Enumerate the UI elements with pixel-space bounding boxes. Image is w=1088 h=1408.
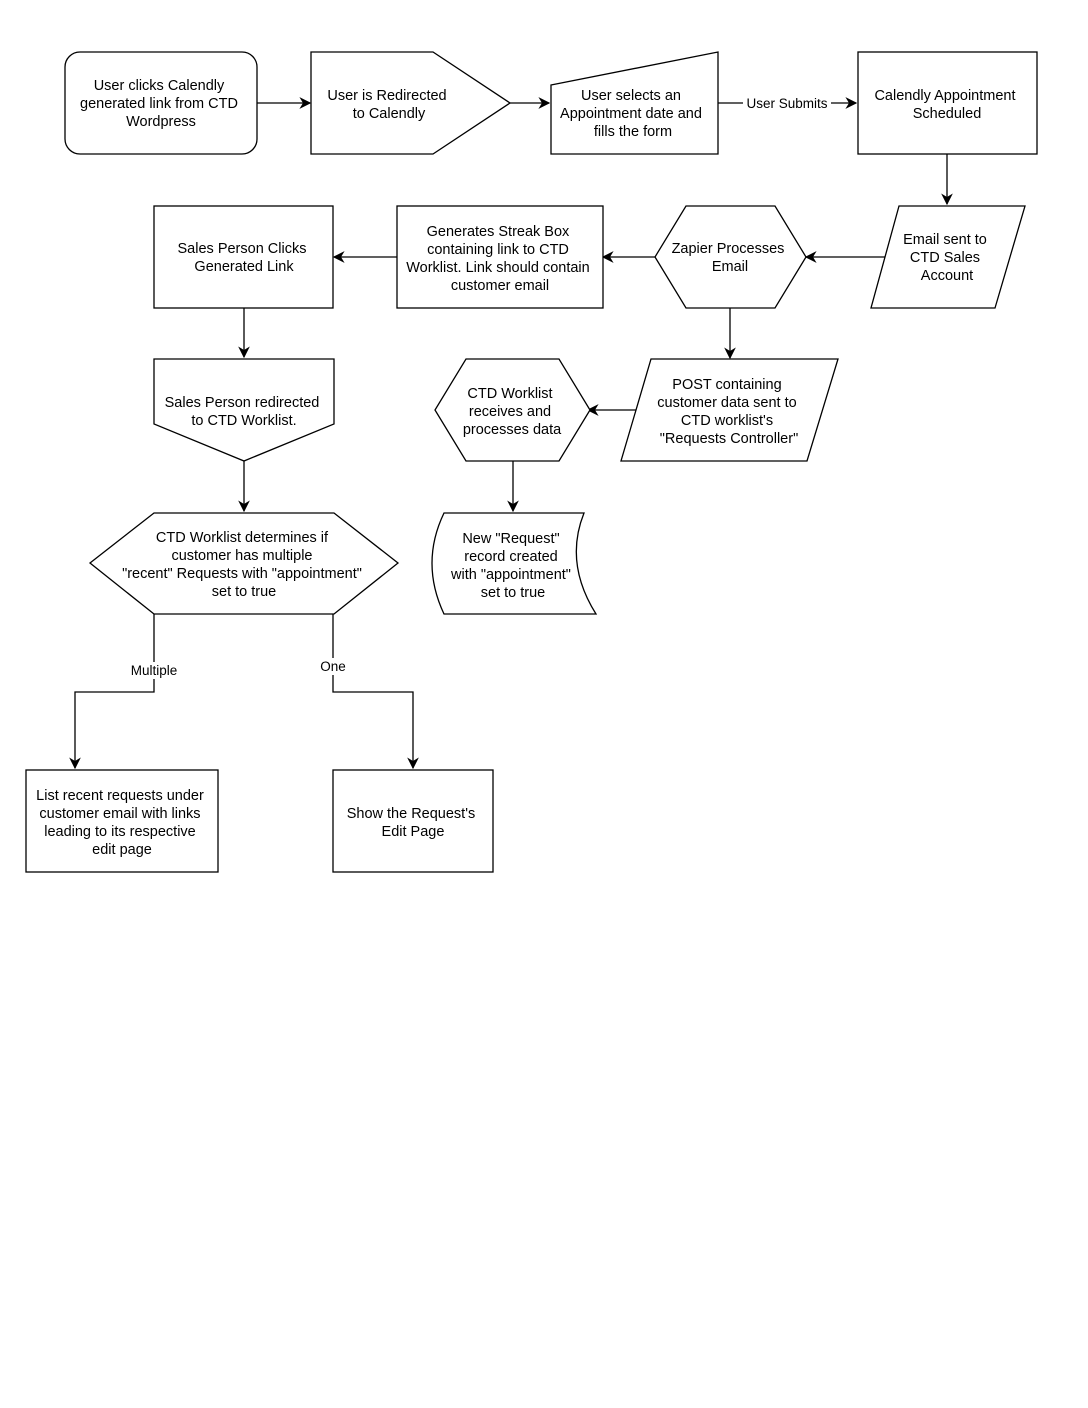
- edges: User Submits Multiple One: [69, 95, 953, 770]
- node-post-data-line-3: CTD worklist's: [681, 413, 773, 429]
- node-show-edit-line-2: Edit Page: [382, 824, 445, 840]
- node-determines-multiple: CTD Worklist determines if customer has …: [88, 512, 400, 615]
- svg-text:POST containing customer: POST containing customer data sent to CT…: [657, 377, 800, 447]
- node-list-recent-line-4: edit page: [92, 842, 152, 858]
- node-show-edit-line-1: Show the Request's: [347, 806, 476, 822]
- parallelogram-shape: [620, 358, 839, 462]
- node-redirected-calendly: User is Redirected to Calendly: [310, 51, 512, 155]
- node-email-sent-line-3: Account: [921, 268, 973, 284]
- node-streak-box-line-1: Generates Streak Box: [427, 224, 570, 240]
- node-user-clicks-line-2: generated link from CTD: [80, 96, 238, 112]
- svg-text:Zapier Processes Email: Zapier Processes Email: [672, 241, 789, 275]
- edge-label-multiple: Multiple: [131, 663, 178, 678]
- rectangle-shape: [153, 205, 334, 309]
- stored-data-shape: [431, 512, 598, 615]
- node-selects-date-line-2: Appointment date and: [560, 106, 702, 122]
- parallelogram-shape: [870, 205, 1026, 309]
- hexagon-shape: [88, 512, 400, 615]
- manual-input-shape: [550, 51, 719, 155]
- svg-text:New "Request" record cre: New "Request" record created with "appoi…: [450, 531, 575, 601]
- svg-text:CTD Worklist determines if: CTD Worklist determines if customer has …: [122, 530, 366, 600]
- node-selects-date-line-1: User selects an: [581, 88, 681, 104]
- node-worklist-receives-line-3: processes data: [463, 422, 562, 438]
- edge-label-user-submits: User Submits: [746, 96, 827, 111]
- node-email-sent: Email sent to CTD Sales Account: [870, 205, 1026, 309]
- node-email-sent-line-1: Email sent to: [903, 232, 987, 248]
- node-sales-redirected: Sales Person redirected to CTD Worklist.: [153, 358, 335, 462]
- node-determines-multiple-line-1: CTD Worklist determines if: [156, 530, 329, 546]
- svg-text:CTD Worklist receives an: CTD Worklist receives and processes data: [463, 386, 562, 438]
- svg-text:Generates Streak Box con: Generates Streak Box containing link to …: [406, 224, 594, 294]
- node-post-data-line-2: customer data sent to: [657, 395, 796, 411]
- pentagon-arrow-shape: [310, 51, 512, 155]
- hexagon-shape: [654, 205, 807, 309]
- rectangle-shape: [332, 769, 494, 873]
- node-request-created-line-4: set to true: [481, 585, 545, 601]
- rectangle-shape: [25, 769, 219, 873]
- node-request-created-line-3: with "appointment": [450, 567, 571, 583]
- svg-text:Email sent to CTD Sales: Email sent to CTD Sales Account: [903, 232, 991, 284]
- node-worklist-receives: CTD Worklist receives and processes data: [434, 358, 591, 462]
- node-selects-date: User selects an Appointment date and fil…: [550, 51, 719, 155]
- svg-text:Show the Request's Edit: Show the Request's Edit Page: [347, 806, 480, 840]
- node-streak-box-line-4: customer email: [451, 278, 549, 294]
- node-worklist-receives-line-1: CTD Worklist: [467, 386, 552, 402]
- svg-text:Sales Person redirected: Sales Person redirected to CTD Worklist.: [165, 395, 324, 429]
- node-redirected-calendly-line-1: User is Redirected: [327, 88, 446, 104]
- node-sales-clicks-line-2: Generated Link: [194, 259, 294, 275]
- rectangle-shape: [396, 205, 604, 309]
- node-user-clicks: User clicks Calendly generated link from…: [64, 51, 258, 155]
- node-zapier-processes-line-1: Zapier Processes: [672, 241, 785, 257]
- node-request-created: New "Request" record created with "appoi…: [431, 512, 598, 615]
- svg-text:User is Redirected to Ca: User is Redirected to Calendly: [327, 88, 450, 122]
- node-post-data: POST containing customer data sent to CT…: [620, 358, 839, 462]
- node-post-data-line-1: POST containing: [672, 377, 781, 393]
- node-sales-redirected-line-2: to CTD Worklist.: [191, 413, 296, 429]
- node-list-recent-line-1: List recent requests under: [36, 788, 204, 804]
- svg-text:User selects an Appointm: User selects an Appointment date and fil…: [560, 88, 706, 140]
- node-streak-box-line-2: containing link to CTD: [427, 242, 569, 258]
- node-sales-clicks: Sales Person Clicks Generated Link: [153, 205, 334, 309]
- node-sales-clicks-line-1: Sales Person Clicks: [178, 241, 307, 257]
- node-zapier-processes-line-2: Email: [712, 259, 748, 275]
- node-list-recent-line-3: leading to its respective: [44, 824, 196, 840]
- node-appointment-scheduled-line-2: Scheduled: [913, 106, 982, 122]
- node-email-sent-line-2: CTD Sales: [910, 250, 980, 266]
- node-worklist-receives-line-2: receives and: [469, 404, 551, 420]
- node-determines-multiple-line-3: "recent" Requests with "appointment": [122, 566, 362, 582]
- rectangle-shape: [857, 51, 1038, 155]
- node-appointment-scheduled: Calendly Appointment Scheduled: [857, 51, 1038, 155]
- svg-text:Calendly Appointment Sch: Calendly Appointment Scheduled: [874, 88, 1019, 122]
- rounded-rectangle-shape: [64, 51, 258, 155]
- node-post-data-line-4: "Requests Controller": [660, 431, 798, 447]
- node-streak-box-line-3: Worklist. Link should contain: [406, 260, 590, 276]
- node-list-recent-line-2: customer email with links: [39, 806, 200, 822]
- off-page-connector-shape: [153, 358, 335, 462]
- edge-determines-to-show-edit: [332, 614, 419, 770]
- svg-text:Sales Person Clicks Gene: Sales Person Clicks Generated Link: [178, 241, 311, 275]
- node-user-clicks-line-1: User clicks Calendly: [94, 78, 225, 94]
- node-sales-redirected-line-1: Sales Person redirected: [165, 395, 320, 411]
- node-redirected-calendly-line-2: to Calendly: [353, 106, 426, 122]
- node-appointment-scheduled-line-1: Calendly Appointment: [874, 88, 1015, 104]
- node-determines-multiple-line-4: set to true: [212, 584, 276, 600]
- node-show-edit: Show the Request's Edit Page: [332, 769, 494, 873]
- svg-text:User clicks Calendly gen: User clicks Calendly generated link from…: [80, 78, 242, 130]
- node-request-created-line-2: record created: [464, 549, 558, 565]
- node-determines-multiple-line-2: customer has multiple: [171, 548, 312, 564]
- node-user-clicks-line-3: Wordpress: [126, 114, 196, 130]
- node-list-recent: List recent requests under customer emai…: [25, 769, 219, 873]
- node-selects-date-line-3: fills the form: [594, 124, 672, 140]
- node-streak-box: Generates Streak Box containing link to …: [396, 205, 604, 309]
- node-zapier-processes: Zapier Processes Email: [654, 205, 807, 309]
- node-request-created-line-1: New "Request": [462, 531, 559, 547]
- edge-label-one: One: [320, 659, 346, 674]
- svg-text:List recent requests under: List recent requests under customer emai…: [36, 788, 208, 858]
- hexagon-shape: [434, 358, 591, 462]
- edge-determines-to-list-recent: [69, 614, 155, 770]
